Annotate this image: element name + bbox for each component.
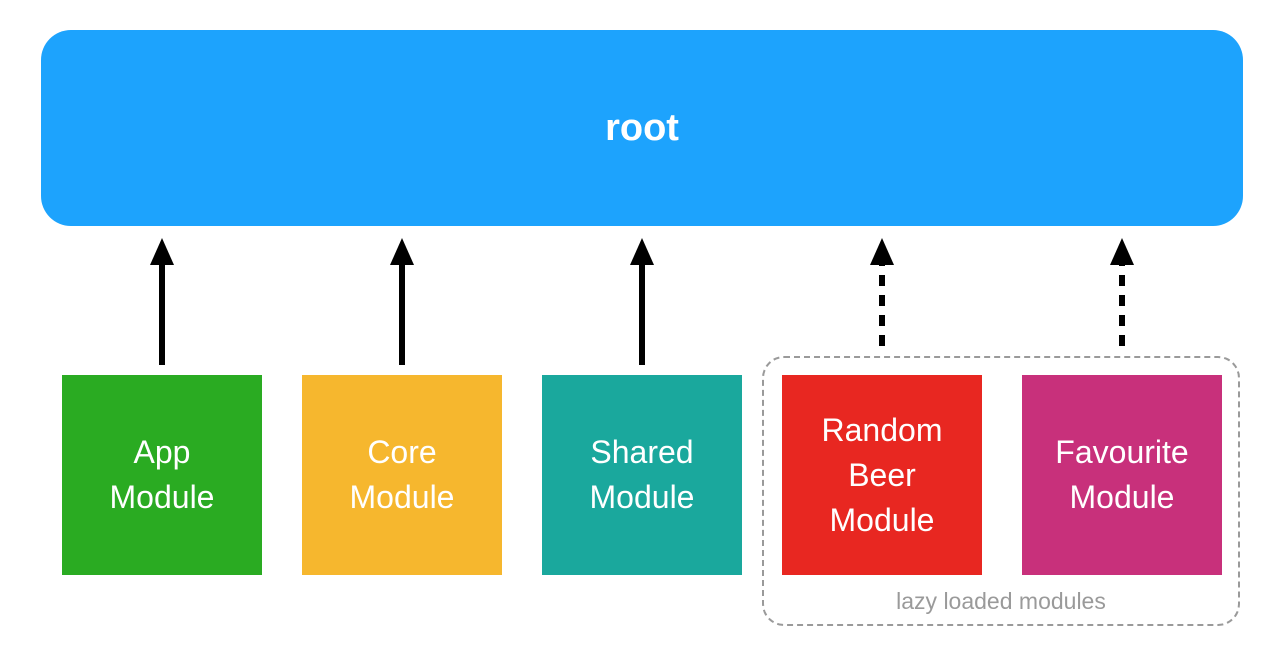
shared-module: Shared Module — [542, 375, 742, 575]
arrow-random-beer-to-root — [870, 238, 894, 346]
module-label-line: Favourite — [1055, 434, 1189, 470]
module-label-line: Core — [367, 434, 437, 470]
arrow-shared-to-root — [630, 238, 654, 365]
module-label-line: Module — [109, 479, 215, 515]
random-beer-module: Random Beer Module — [782, 375, 982, 575]
module-label-line: Module — [349, 479, 455, 515]
module-label-line: Random — [821, 411, 943, 448]
module-label-line: Module — [829, 501, 935, 538]
lazy-loaded-group — [762, 356, 1240, 626]
module-label-line: App — [133, 434, 191, 470]
favourite-module: Favourite Module — [1022, 375, 1222, 575]
module-label-line: Module — [1069, 479, 1175, 515]
lazy-loaded-label: lazy loaded modules — [896, 588, 1106, 614]
arrow-head — [870, 238, 894, 265]
module-label-line: Shared — [590, 434, 694, 470]
root-label: root — [605, 106, 679, 149]
arrow-core-to-root — [390, 238, 414, 365]
core-module: Core Module — [302, 375, 502, 575]
module-label-line: Beer — [848, 456, 916, 493]
arrow-head — [390, 238, 414, 265]
arrow-app-to-root — [150, 238, 174, 365]
arrow-head — [150, 238, 174, 265]
arrow-head — [630, 238, 654, 265]
module-label-line: Module — [589, 479, 695, 515]
root-node: root — [41, 30, 1243, 226]
arrow-head — [1110, 238, 1134, 265]
app-module: App Module — [62, 375, 262, 575]
arrow-favourite-to-root — [1110, 238, 1134, 346]
